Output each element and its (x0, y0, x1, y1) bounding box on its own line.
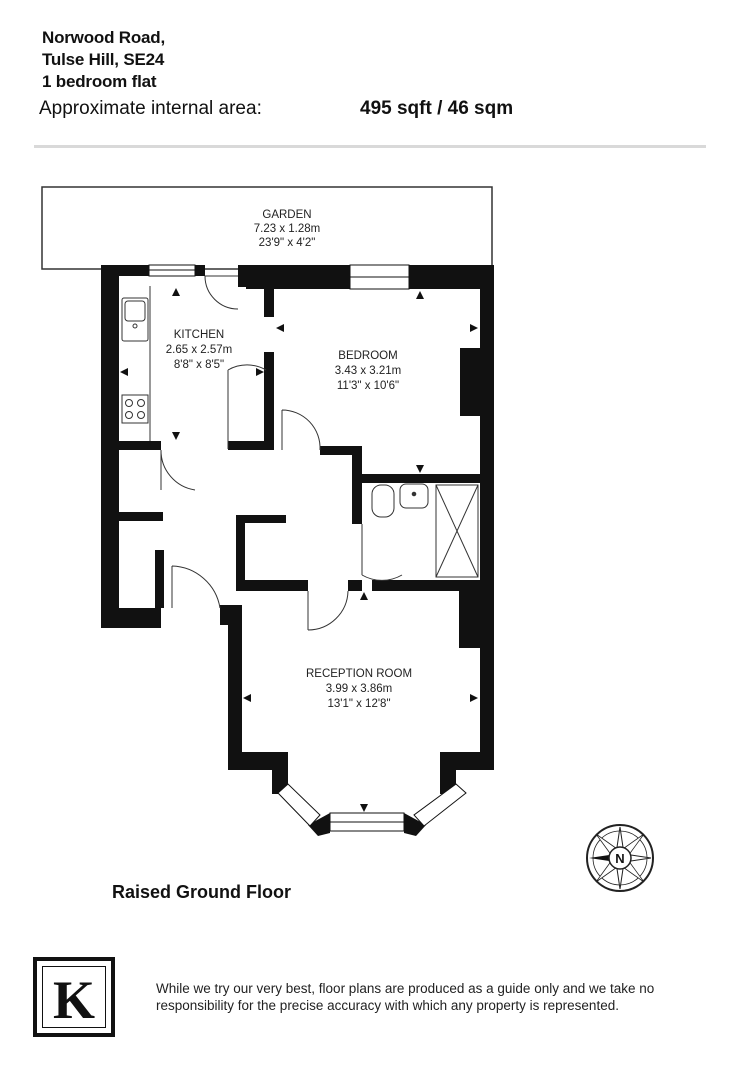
area-label: Approximate internal area: (39, 98, 262, 119)
bedroom-name: BEDROOM (338, 350, 397, 362)
kitchen-name: KITCHEN (174, 329, 224, 341)
property-type: 1 bedroom flat (42, 72, 157, 91)
header-divider (34, 145, 706, 148)
disclaimer-text: While we try our very best, floor plans … (156, 981, 655, 1013)
kitchen-fittings (121, 286, 151, 441)
garden-name: GARDEN (262, 209, 311, 221)
address-line-1: Norwood Road, (42, 28, 165, 47)
walls (101, 265, 494, 836)
agency-k-logo: K (33, 957, 115, 1037)
compass-letter: N (615, 851, 624, 866)
area-value: 495 sqft / 46 sqm (360, 98, 514, 119)
bedroom-metric: 3.43 x 3.21m (335, 365, 401, 377)
bathroom-fittings (371, 483, 479, 578)
kitchen-imperial: 8'8" x 8'5" (174, 359, 224, 371)
garden-metric: 7.23 x 1.28m (254, 223, 320, 235)
reception-name: RECEPTION ROOM (306, 668, 412, 680)
kitchen-metric: 2.65 x 2.57m (166, 344, 232, 356)
door-swings (160, 275, 403, 631)
garden-imperial: 23'9" x 4'2" (259, 237, 316, 249)
logo-letter: K (52, 970, 95, 1030)
measurement-arrows (120, 288, 478, 812)
reception-metric: 3.99 x 3.86m (326, 683, 392, 695)
bedroom-imperial: 11'3" x 10'6" (337, 380, 399, 392)
compass-north-icon: N (586, 824, 654, 892)
garden-area (41, 186, 493, 270)
logo-inner-frame: K (42, 966, 106, 1030)
floor-label: Raised Ground Floor (112, 882, 292, 902)
address-line-2: Tulse Hill, SE24 (42, 50, 165, 69)
reception-imperial: 13'1" x 12'8" (327, 698, 390, 710)
windows (148, 264, 467, 832)
